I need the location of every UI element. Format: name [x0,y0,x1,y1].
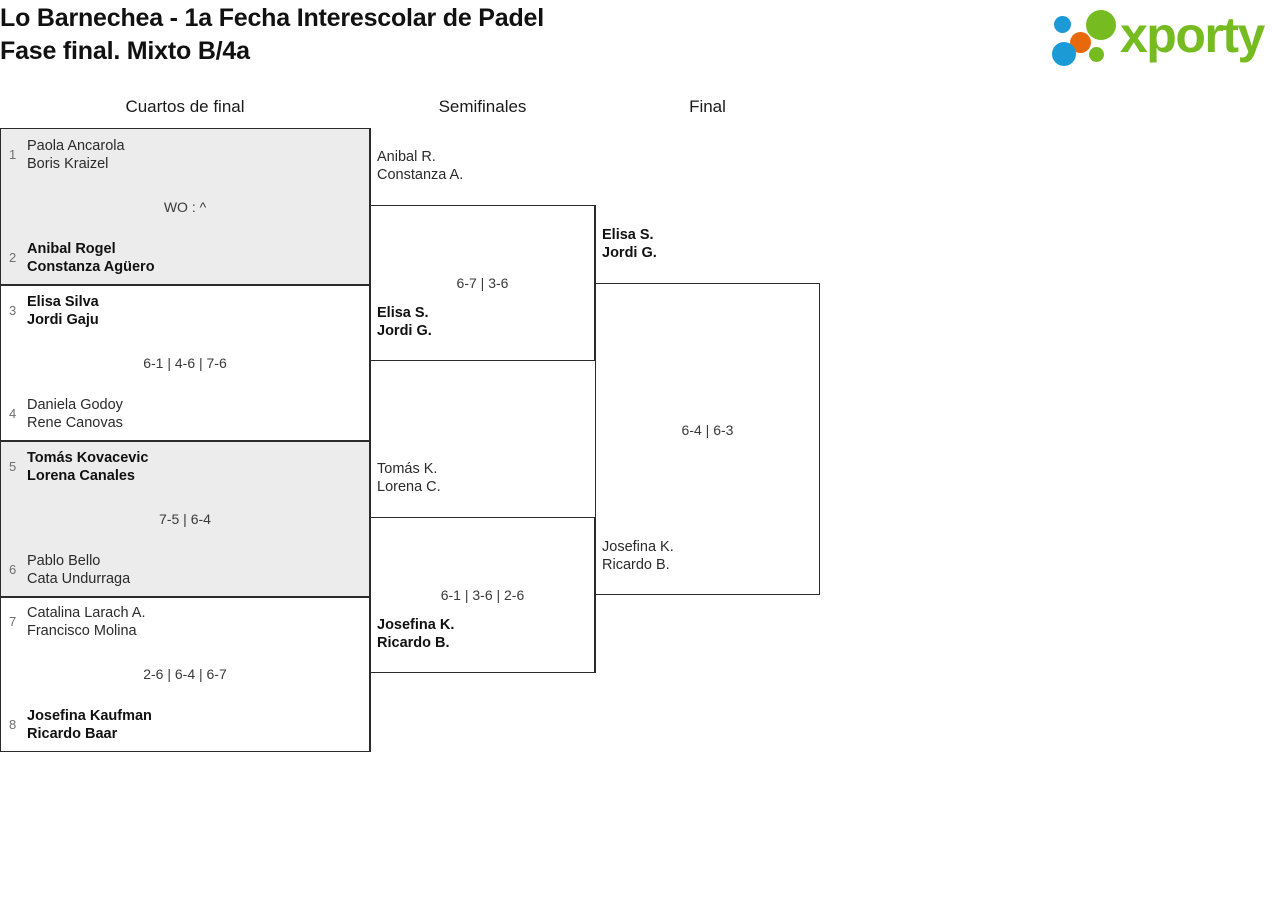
match-semifinal-2[interactable]: 6-1 | 3-6 | 2-6 [370,517,595,673]
match-team-top[interactable]: 7 Catalina Larach A. Francisco Molina [1,604,369,640]
match-score: 6-1 | 3-6 | 2-6 [440,587,525,603]
player-2-name: Ricardo Baar [27,726,118,742]
round-header-quarterfinals: Cuartos de final [125,97,245,116]
semifinal-1-team-bottom[interactable]: Elisa S. Jordi G. [377,304,432,340]
match-final[interactable]: 6-4 | 6-3 [595,283,820,595]
logo-dot-green-small [1089,47,1104,62]
page-title: Lo Barnechea - 1a Fecha Interescolar de … [0,2,860,68]
team-names: Pablo Bello Cata Undurraga [27,552,130,588]
player-1-name: Josefina K. [377,617,455,633]
match-team-top[interactable]: 5 Tomás Kovacevic Lorena Canales [1,449,369,485]
final-team-top[interactable]: Elisa S. Jordi G. [602,226,657,262]
player-2-name: Rene Canovas [27,415,123,431]
team-names: Tomás Kovacevic Lorena Canales [27,449,148,485]
player-2-name: Ricardo B. [377,635,450,651]
match-semifinal-1[interactable]: 6-7 | 3-6 [370,205,595,361]
match-quarterfinal-1[interactable]: 1 Paola Ancarola Boris Kraizel WO : ^ 2 … [0,128,370,285]
logo-wordmark: xporty [1120,7,1265,63]
connector-semifinal-1-bottom [370,360,371,442]
match-score: 7-5 | 6-4 [159,511,211,527]
player-2-name: Jordi Gaju [27,312,99,328]
round-header-semifinals: Semifinales [438,97,527,116]
page-title-line-2: Fase final. Mixto B/4a [0,37,250,65]
match-score: 6-7 | 3-6 [456,275,509,291]
logo-dot-blue-large [1052,42,1076,66]
match-quarterfinal-2[interactable]: 3 Elisa Silva Jordi Gaju 6-1 | 4-6 | 7-6… [0,285,370,441]
player-1-name: Tomás Kovacevic [27,450,149,466]
match-quarterfinal-3[interactable]: 5 Tomás Kovacevic Lorena Canales 7-5 | 6… [0,441,370,597]
seed-number: 2 [9,250,17,265]
player-1-name: Elisa S. [377,305,429,321]
player-1-name: Anibal R. [377,149,436,165]
player-2-name: Jordi G. [377,323,432,339]
match-score: WO : ^ [163,199,207,215]
semifinal-2-team-bottom[interactable]: Josefina K. Ricardo B. [377,616,454,652]
player-2-name: Lorena Canales [27,468,135,484]
player-2-name: Constanza A. [377,167,464,183]
player-2-name: Francisco Molina [27,623,137,639]
final-team-bottom[interactable]: Josefina K. Ricardo B. [602,538,674,574]
team-names: Josefina Kaufman Ricardo Baar [27,707,152,743]
round-header-final: Final [689,97,726,116]
match-team-bottom[interactable]: 4 Daniela Godoy Rene Canovas [1,396,369,432]
player-1-name: Daniela Godoy [27,397,123,413]
connector-final-feed-bottom [595,594,596,673]
team-names: Paola Ancarola Boris Kraizel [27,137,125,173]
match-score: 6-4 | 6-3 [681,422,734,438]
seed-number: 5 [9,459,17,474]
logo-dot-green-large [1086,10,1116,40]
player-2-name: Boris Kraizel [27,156,109,172]
seed-number: 3 [9,303,17,318]
player-1-name: Pablo Bello [27,553,101,569]
match-score: 6-1 | 4-6 | 7-6 [143,355,227,371]
player-2-name: Constanza Agüero [27,259,155,275]
player-2-name: Ricardo B. [602,557,670,573]
seed-number: 6 [9,562,17,577]
semifinal-2-team-top[interactable]: Tomás K. Lorena C. [377,460,441,496]
match-team-bottom[interactable]: 2 Anibal Rogel Constanza Agüero [1,240,369,276]
match-score: 2-6 | 6-4 | 6-7 [143,666,227,682]
tournament-bracket: 1 Paola Ancarola Boris Kraizel WO : ^ 2 … [0,128,830,758]
player-1-name: Paola Ancarola [27,138,125,154]
player-1-name: Tomás K. [377,461,438,477]
match-team-top[interactable]: 1 Paola Ancarola Boris Kraizel [1,137,369,173]
player-1-name: Catalina Larach A. [27,605,146,621]
team-names: Catalina Larach A. Francisco Molina [27,604,146,640]
team-names: Elisa Silva Jordi Gaju [27,293,99,329]
connector-final-feed-top [595,205,596,284]
connector-semifinal-2-top [370,440,371,518]
seed-number: 8 [9,717,17,732]
match-quarterfinal-4[interactable]: 7 Catalina Larach A. Francisco Molina 2-… [0,597,370,752]
page-title-line-1: Lo Barnechea - 1a Fecha Interescolar de … [0,4,545,32]
xporty-logo[interactable]: xporty [1052,6,1276,68]
seed-number: 4 [9,406,17,421]
match-team-top[interactable]: 3 Elisa Silva Jordi Gaju [1,293,369,329]
player-1-name: Josefina K. [602,539,674,555]
connector-semifinal-1-top [370,128,371,206]
player-1-name: Elisa Silva [27,294,99,310]
seed-number: 1 [9,147,17,162]
player-1-name: Anibal Rogel [27,241,116,257]
match-team-bottom[interactable]: 8 Josefina Kaufman Ricardo Baar [1,707,369,743]
connector-semifinal-2-bottom [370,672,371,752]
player-1-name: Elisa S. [602,227,654,243]
semifinal-1-team-top[interactable]: Anibal R. Constanza A. [377,148,463,184]
player-2-name: Jordi G. [602,245,657,261]
team-names: Daniela Godoy Rene Canovas [27,396,123,432]
seed-number: 7 [9,614,17,629]
team-names: Anibal Rogel Constanza Agüero [27,240,155,276]
logo-dot-blue-small [1054,16,1071,33]
match-team-bottom[interactable]: 6 Pablo Bello Cata Undurraga [1,552,369,588]
player-1-name: Josefina Kaufman [27,708,152,724]
logo-dot-orange [1070,32,1091,53]
player-2-name: Lorena C. [377,479,441,495]
player-2-name: Cata Undurraga [27,571,131,587]
